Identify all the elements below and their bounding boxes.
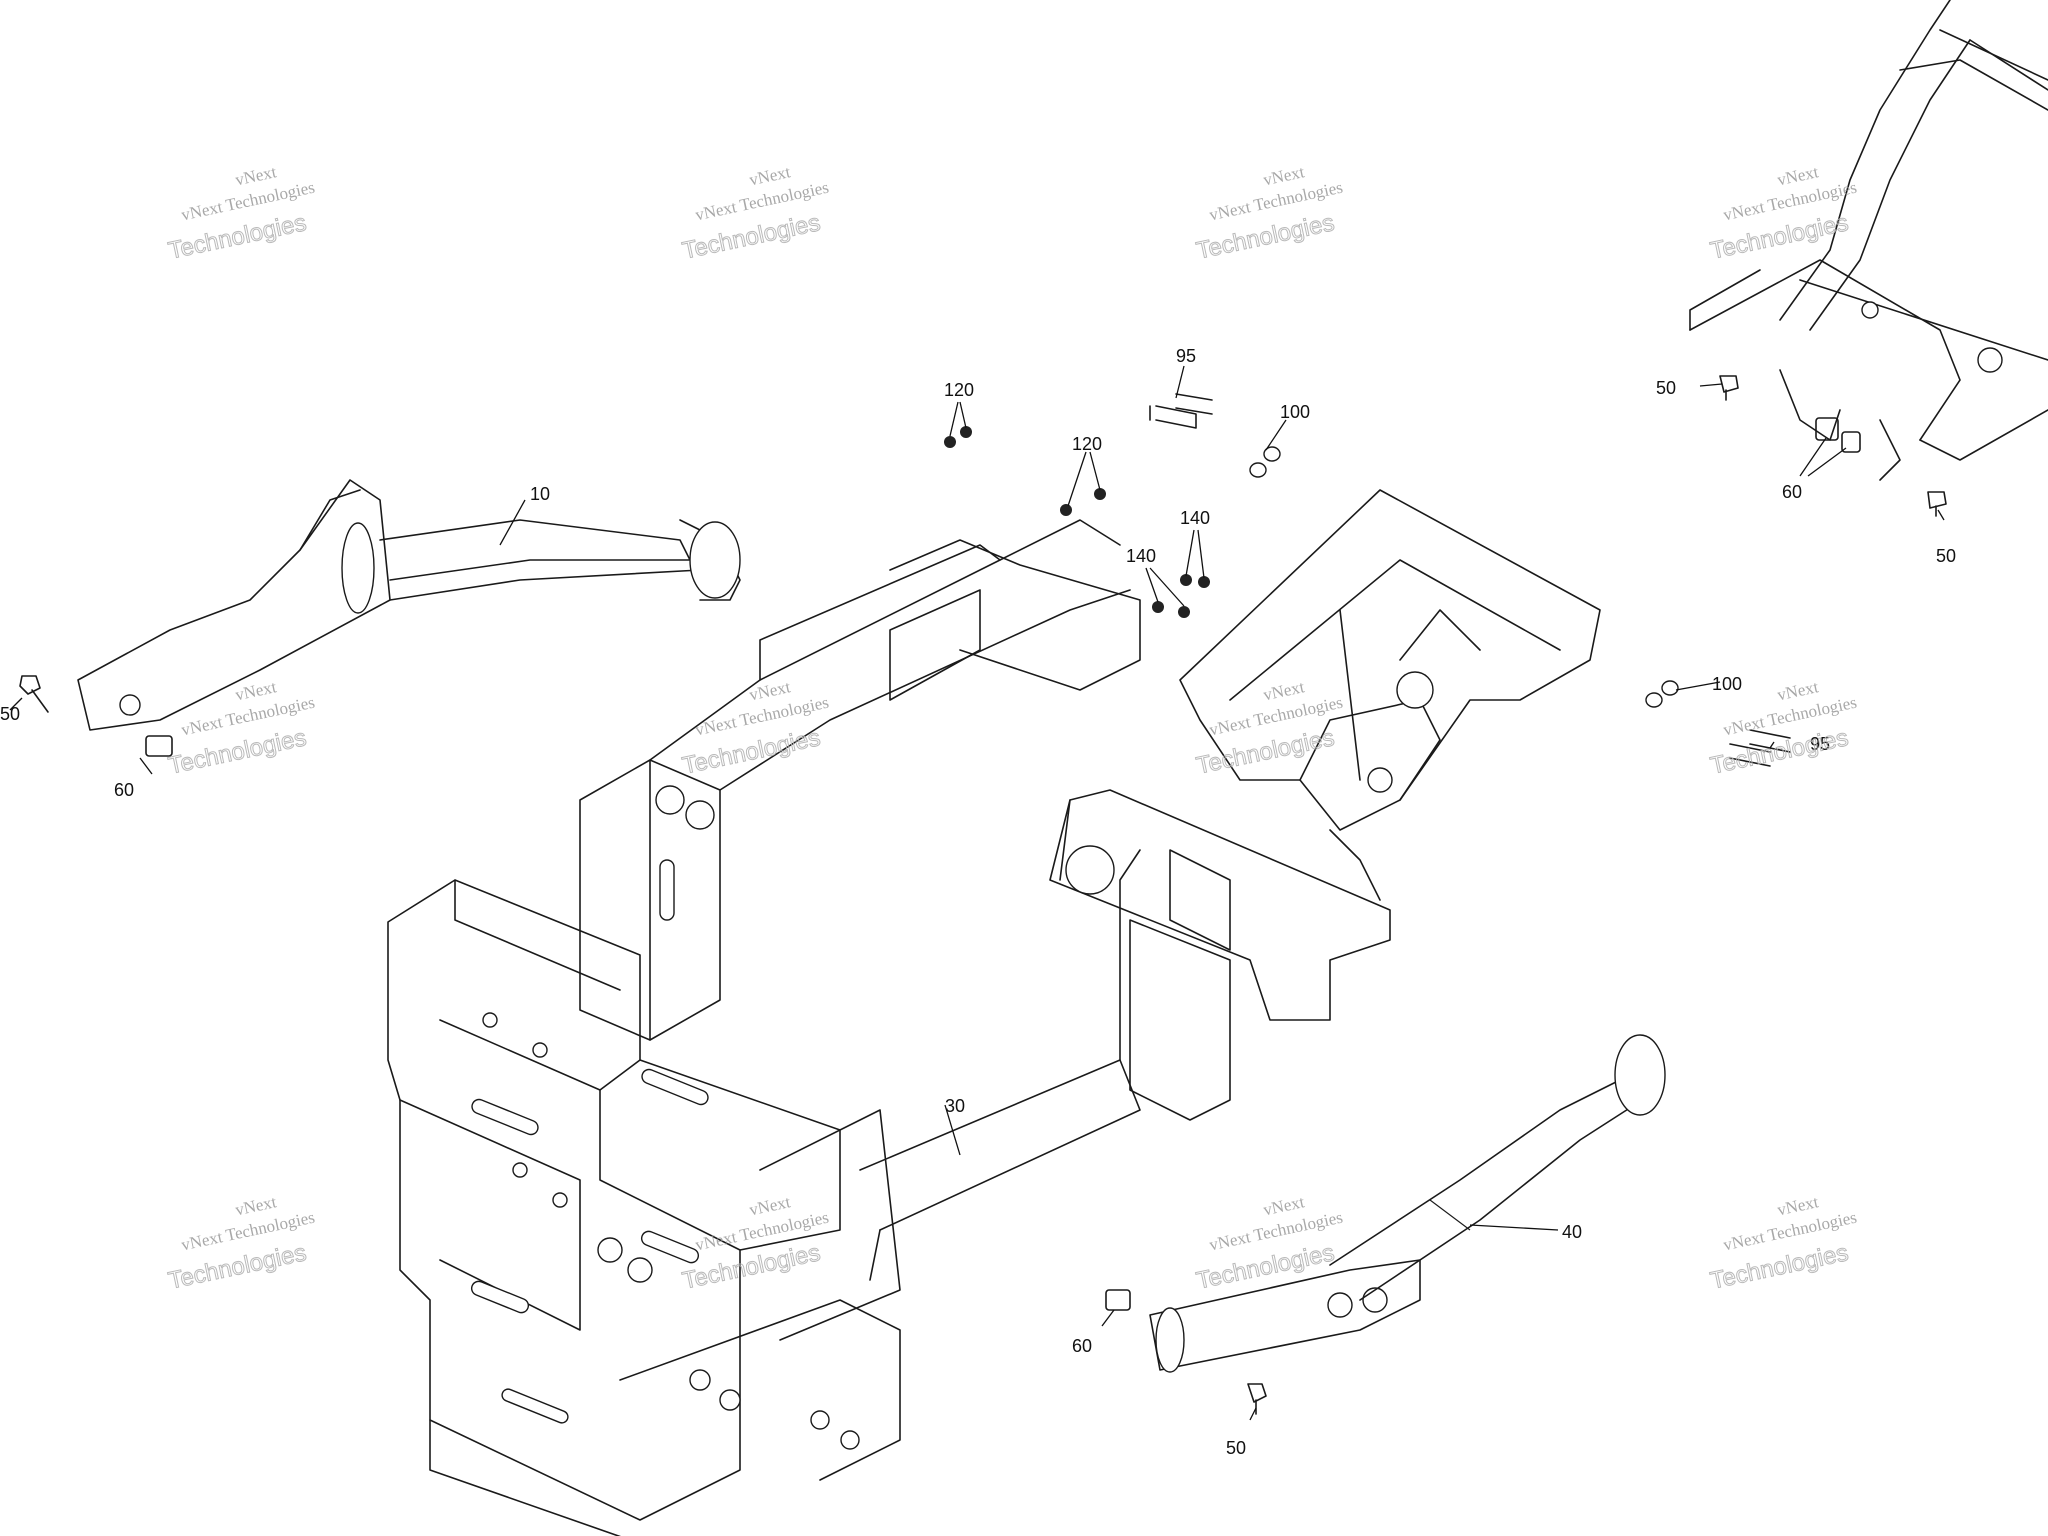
watermark-tile: vNext vNext Technologies Technologies	[1194, 677, 1345, 780]
callout-50-left: 50	[0, 704, 20, 724]
leader-lines	[9, 365, 1945, 1421]
right-tube-part-40	[1149, 1034, 1666, 1373]
watermark-tile: vNext vNext Technologies Technologies	[166, 677, 317, 780]
callout-labels: 10 30 40 50 50 50 50 60 60 60 95 95 100 …	[0, 346, 1956, 1458]
watermark-tile: vNext vNext Technologies Technologies	[680, 162, 831, 265]
callout-50-bottom: 50	[1226, 1438, 1246, 1458]
watermark-tile: vNext vNext Technologies Technologies	[166, 1192, 317, 1295]
callout-120-upper: 120	[944, 380, 974, 400]
rear-frame-part	[1689, 0, 2048, 481]
callout-40: 40	[1562, 1222, 1582, 1242]
watermark-tile: vNext vNext Technologies Technologies	[680, 1192, 831, 1295]
callout-60-top-right: 60	[1782, 482, 1802, 502]
watermark-tile: vNext vNext Technologies Technologies	[1194, 1192, 1345, 1295]
callout-100-right: 100	[1712, 674, 1742, 694]
watermark-tile: vNext vNext Technologies Technologies	[1194, 162, 1345, 265]
watermark-tile: vNext vNext Technologies Technologies	[166, 162, 317, 265]
callout-100-top: 100	[1280, 402, 1310, 422]
callout-95-top: 95	[1176, 346, 1196, 366]
callout-60-bottom: 60	[1072, 1336, 1092, 1356]
watermark-tile: vNext vNext Technologies Technologies	[1708, 162, 1859, 265]
main-frame-part	[387, 489, 1601, 1536]
callout-140-left: 140	[1126, 546, 1156, 566]
callout-120-lower: 120	[1072, 434, 1102, 454]
fastener-group	[19, 375, 1947, 1415]
callout-140-right: 140	[1180, 508, 1210, 528]
callout-50-top-right: 50	[1656, 378, 1676, 398]
callout-60-left: 60	[114, 780, 134, 800]
watermark-tile: vNext vNext Technologies Technologies	[680, 677, 831, 780]
watermark-grid: vNext vNext Technologies Technologies vN…	[166, 162, 1859, 1295]
watermark-tile: vNext vNext Technologies Technologies	[1708, 1192, 1859, 1295]
callout-30: 30	[945, 1096, 965, 1116]
callout-95-right: 95	[1810, 734, 1830, 754]
callout-50-right: 50	[1936, 546, 1956, 566]
callout-10: 10	[530, 484, 550, 504]
left-tube-part-30	[77, 479, 741, 731]
